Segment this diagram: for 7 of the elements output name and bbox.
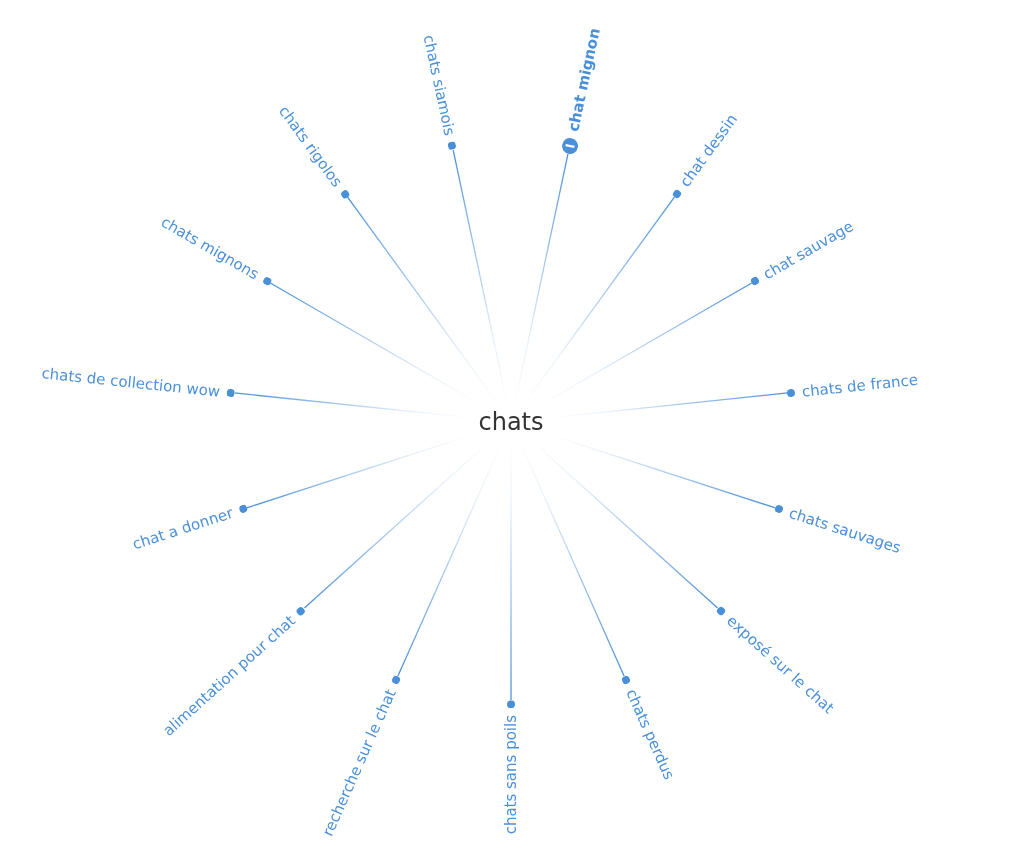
keyword-label: chats de collection wow (40, 363, 221, 401)
keyword-label: chats sans poils (502, 715, 520, 835)
keyword-label: chats siamois (420, 33, 459, 138)
keyword-label: chats de france (801, 370, 920, 401)
keyword-label: chat a donner (130, 504, 236, 554)
keyword-label: chat mignon (563, 26, 604, 134)
central-keyword: chats (477, 407, 545, 438)
